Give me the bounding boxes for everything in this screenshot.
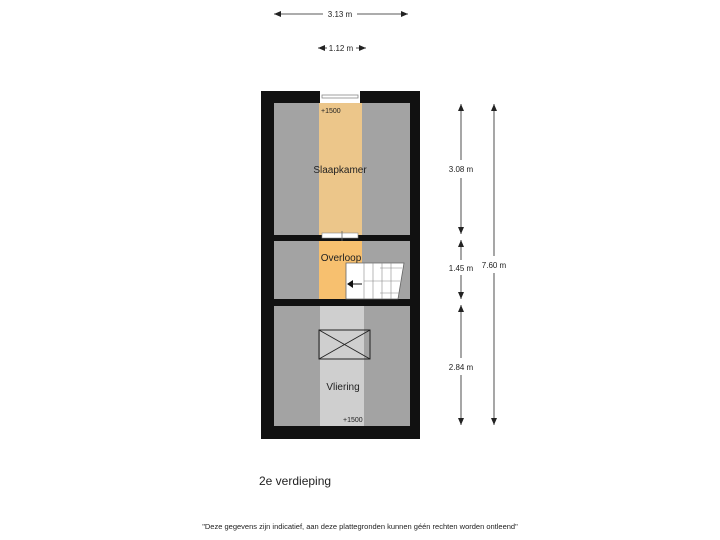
room-label-slaapkamer: Slaapkamer bbox=[313, 165, 367, 176]
disclaimer: "Deze gegevens zijn indicatief, aan deze… bbox=[202, 522, 518, 531]
room-slaapkamer bbox=[274, 103, 410, 235]
room-label-overloop: Overloop bbox=[321, 253, 362, 264]
dimension-label-overloop-depth: 1.45 m bbox=[449, 264, 474, 273]
dimension-total-width: 3.13 m bbox=[274, 10, 408, 19]
height-marker-bottom: +1500 bbox=[343, 417, 363, 424]
dimension-vliering-depth: 2.84 m bbox=[449, 305, 474, 425]
window bbox=[320, 91, 360, 103]
dimension-label-vliering-depth: 2.84 m bbox=[449, 363, 474, 372]
dimension-total-depth: 7.60 m bbox=[482, 104, 507, 425]
slaapkamer-center-zone bbox=[319, 103, 362, 235]
dimension-overloop-depth: 1.45 m bbox=[449, 240, 474, 299]
floor-name: 2e verdieping bbox=[259, 474, 332, 488]
height-marker-top: +1500 bbox=[321, 108, 341, 115]
dimension-slaapkamer-depth: 3.08 m bbox=[449, 104, 474, 234]
room-label-vliering: Vliering bbox=[326, 382, 359, 393]
vliering-center-zone bbox=[320, 306, 364, 426]
dimension-label-total-width: 3.13 m bbox=[328, 10, 353, 19]
room-vliering bbox=[274, 306, 410, 426]
dimension-window-width: 1.12 m bbox=[318, 44, 366, 53]
overloop-center-zone bbox=[319, 241, 346, 299]
dimension-label-total-depth: 7.60 m bbox=[482, 261, 507, 270]
dimension-label-window-width: 1.12 m bbox=[329, 44, 354, 53]
door-slaapkamer-overloop bbox=[321, 231, 359, 241]
dimension-label-slaapkamer-depth: 3.08 m bbox=[449, 165, 474, 174]
roof-hatch bbox=[318, 329, 371, 360]
staircase bbox=[345, 262, 405, 300]
